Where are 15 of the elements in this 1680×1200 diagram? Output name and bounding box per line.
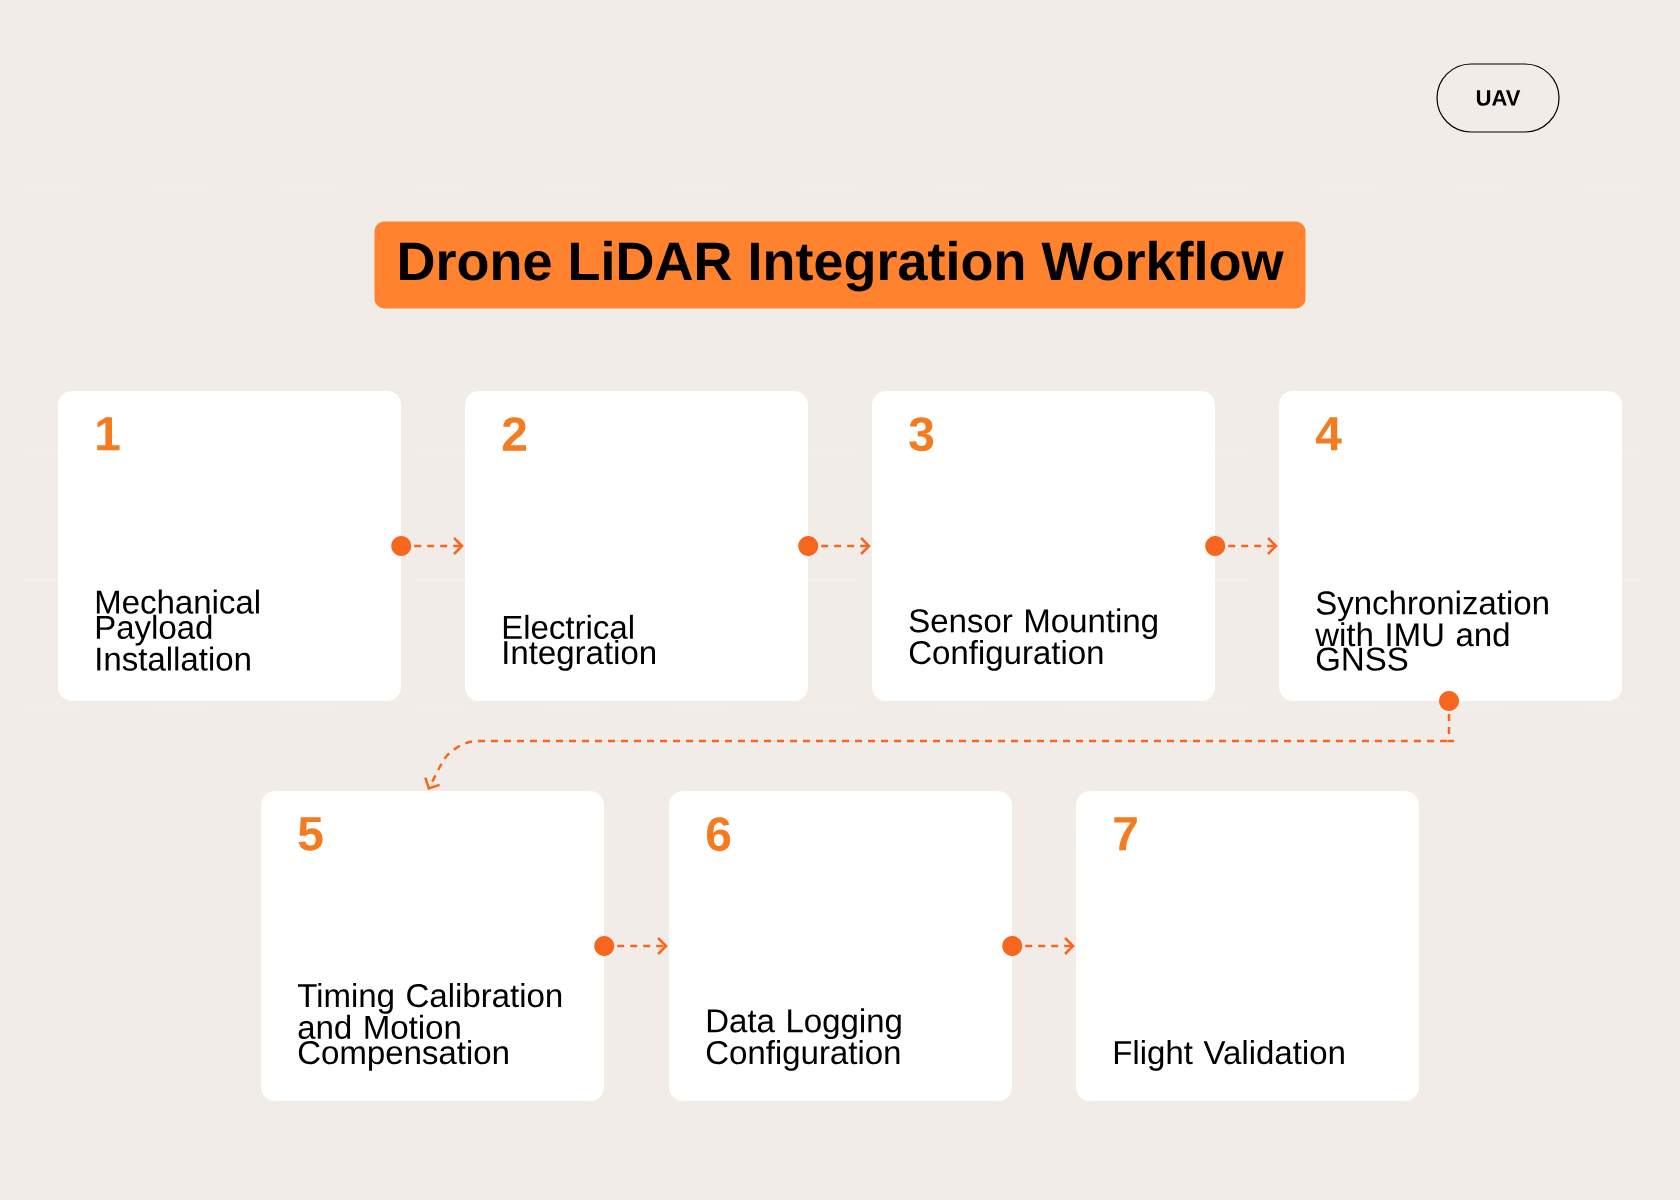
arrow [798, 536, 871, 556]
step-card: 5 Timing Calibration and Motion Compensation [261, 791, 604, 1101]
arrow [594, 936, 668, 956]
arrow [424, 691, 1459, 790]
arrow [1205, 536, 1278, 556]
arrow [1002, 936, 1075, 956]
tag-pill: UAV [1436, 63, 1560, 133]
step-card: 4 Synchronization with IMU and GNSS [1279, 391, 1622, 701]
title-banner: Drone LiDAR Integration Workflow [374, 221, 1306, 309]
step-card: 6 Data Logging Configuration [669, 791, 1012, 1101]
step-card: 1 Mechanical Payload Installation [58, 391, 401, 701]
step-card: 3 Sensor Mounting Configuration [872, 391, 1215, 701]
step-card: 7 Flight Validation [1076, 791, 1419, 1101]
arrow [391, 536, 464, 556]
step-card: 2 Electrical Integration [465, 391, 808, 701]
